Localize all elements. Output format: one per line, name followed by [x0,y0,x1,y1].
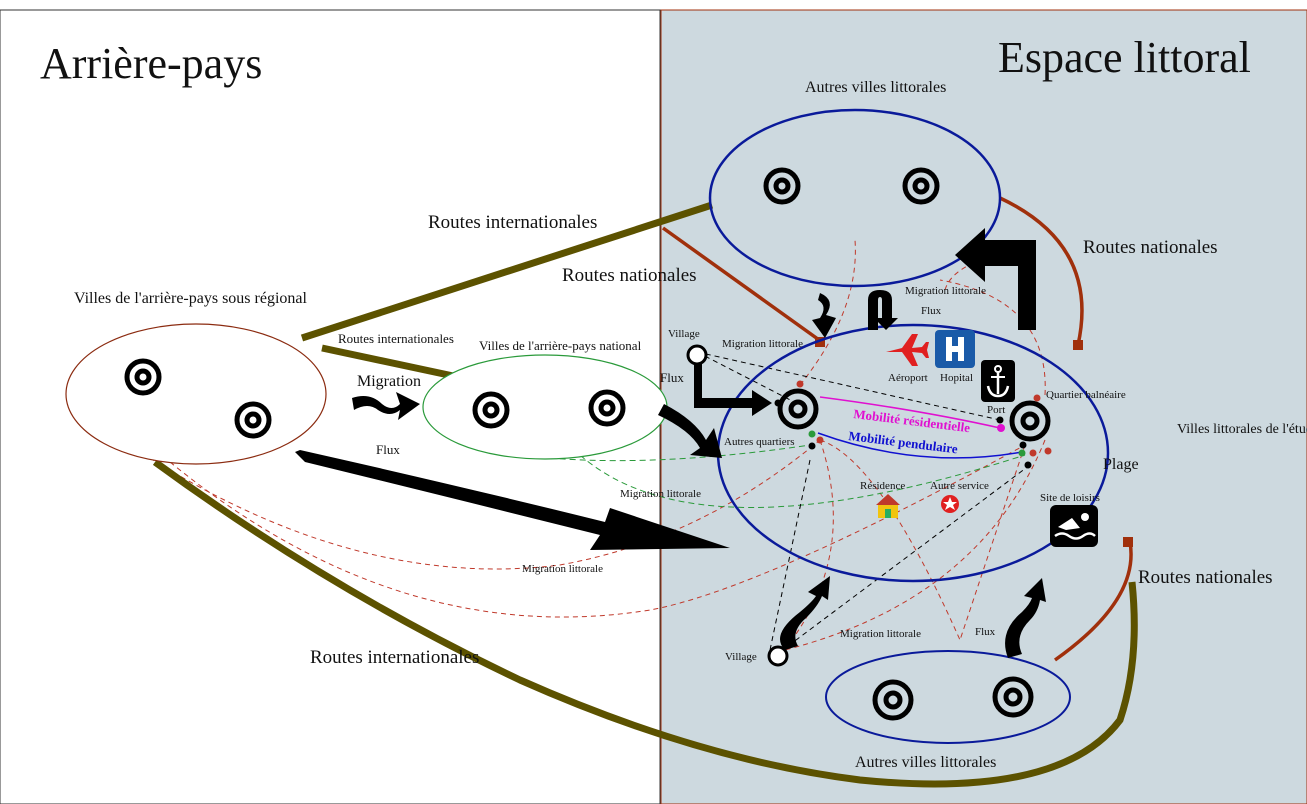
label-site-loisirs: Site de loisirs [1040,492,1100,504]
flux-arrow-down [812,293,836,338]
city-icon [234,401,272,439]
city-icon [763,167,801,205]
flux-arrow-national [658,404,722,458]
residential-dot [997,424,1005,432]
connection-dots [774,380,1052,469]
flux-arrows [295,228,1046,658]
label-village-bottom: Village [725,651,757,663]
house-icon [876,494,900,518]
label-routes-nationales-1: Routes nationales [562,265,697,286]
label-routes-internationales-3: Routes internationales [310,647,479,668]
star-icon [941,495,959,513]
residential-mobility-line [819,396,1001,429]
anchor-icon [981,360,1015,402]
label-plage: Plage [1103,456,1139,473]
village-icon [686,344,708,366]
coastal-zone [660,9,1307,804]
city-icon [992,676,1034,718]
commuting-mobility-line [817,432,1023,459]
subregional-cities [65,323,327,465]
airplane-icon [886,334,929,366]
label-migration-littorale-1: Migration littorale [722,338,803,350]
city-icon [902,167,940,205]
label-routes-nationales-3: Routes nationales [1138,567,1273,588]
label-study-cities: Villes littorales de l'étude [1177,422,1307,437]
flux-arrow-hinterland [295,450,730,550]
migration-arrow [352,392,420,420]
black-dashes [696,351,1031,653]
hospital-icon [935,330,975,368]
city-symbols [124,167,1051,721]
flux-arrow-uturn [868,290,898,330]
label-flux-3: Flux [921,305,942,317]
label-subregional: Villes de l'arrière-pays sous régional [74,290,308,307]
national-roads [661,196,1133,662]
label-flux-1: Flux [376,442,400,457]
label-hopital: Hopital [940,372,973,384]
label-migration-littorale-4: Migration littorale [522,563,603,575]
city-icon [872,679,914,721]
flux-arrow-bottom-right [1005,578,1046,658]
national-hinterland-cities [422,354,668,460]
swimmer-icon [1050,505,1098,547]
label-migration-littorale-2: Migration littorale [905,285,986,297]
coast-title: Espace littoral [998,33,1251,82]
label-migration: Migration [357,373,421,390]
label-autres-quartiers: Autres quartiers [724,436,795,448]
city-icon [1009,400,1051,442]
label-port: Port [987,404,1005,416]
label-routes-nationales-2: Routes nationales [1083,237,1218,258]
label-migration-littorale-3: Migration littorale [620,488,701,500]
label-flux-2: Flux [660,370,684,385]
international-roads [152,201,1138,788]
flux-arrow-village-top [694,364,772,416]
flux-arrow-village-bottom [780,576,830,650]
city-icon [472,391,510,429]
other-coastal-cities-top [708,108,1002,288]
label-routes-internationales-2: Routes internationales [338,331,454,346]
national-road-ends [815,337,1133,547]
label-migration-littorale-5: Migration littorale [840,628,921,640]
label-flux-4: Flux [975,626,996,638]
label-other-coastal-top: Autres villes littorales [805,79,946,96]
city-icon [777,388,819,430]
label-residence: Résidence [860,480,905,492]
village-icon [767,645,789,667]
hinterland-title: Arrière-pays [40,39,262,88]
other-coastal-cities-bottom [825,650,1071,744]
label-village-top: Village [668,328,700,340]
label-routes-internationales-1: Routes internationales [428,212,597,233]
label-aeroport: Aéroport [888,372,928,384]
label-autre-service: Autre service [930,480,989,492]
label-other-coastal-bottom: Autres villes littorales [855,754,996,771]
green-dot [1018,449,1026,457]
city-icon [588,389,626,427]
city-icon [124,358,162,396]
label-national: Villes de l'arrière-pays national [479,338,642,353]
label-quartier-balneaire: Quartier balnéaire [1046,389,1126,401]
flux-arrow-top-right [955,228,1036,330]
